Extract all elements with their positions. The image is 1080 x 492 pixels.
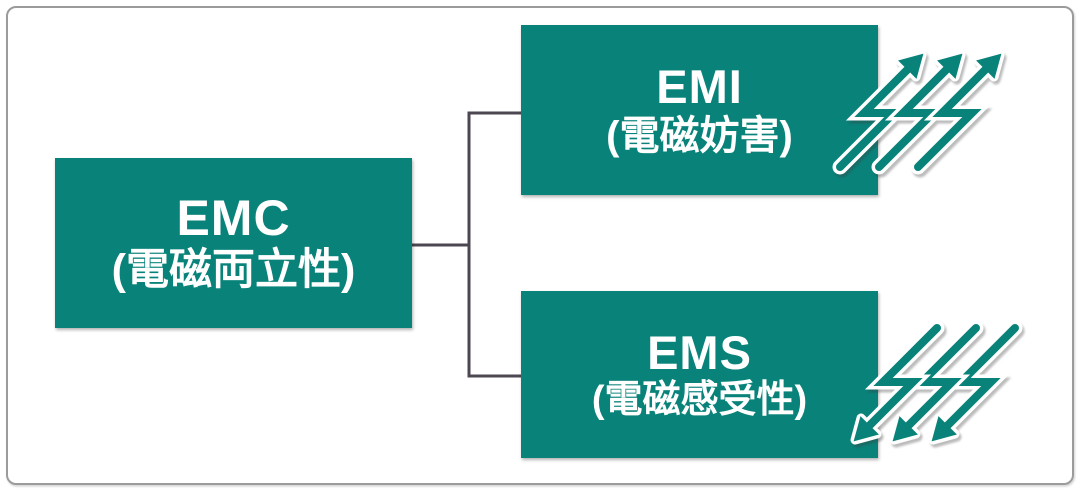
lightning-arrows-up-right-icon — [830, 45, 1030, 177]
node-emi-title: EMI — [656, 60, 743, 113]
lightning-arrows-down-left-icon — [825, 318, 1025, 450]
node-ems: EMS (電磁感受性) — [521, 291, 878, 458]
node-emc-title: EMC — [176, 189, 291, 246]
connector-path — [412, 111, 523, 378]
node-emc-subtitle: (電磁両立性) — [111, 245, 356, 294]
node-emi-subtitle: (電磁妨害) — [606, 114, 793, 158]
node-ems-title: EMS — [647, 325, 752, 379]
node-emc: EMC (電磁両立性) — [55, 158, 412, 328]
node-emi: EMI (電磁妨害) — [521, 25, 878, 195]
node-ems-subtitle: (電磁感受性) — [591, 378, 808, 421]
slide-frame-border — [6, 6, 1074, 485]
